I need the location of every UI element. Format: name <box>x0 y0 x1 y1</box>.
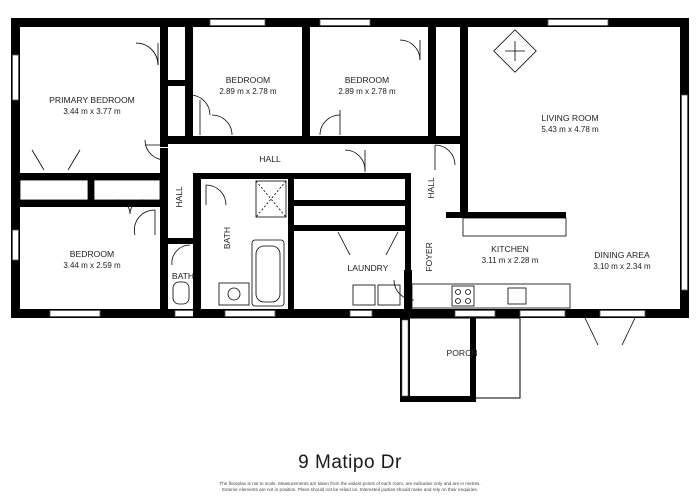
laundry-tub-1 <box>352 284 376 306</box>
bath-vanity <box>218 282 250 306</box>
bath-small-label: BATH <box>172 271 194 281</box>
wardrobe-right <box>93 179 161 201</box>
living-room-label: LIVING ROOM <box>541 113 598 123</box>
bedroom-3-dims: 2.89 m x 2.78 m <box>338 87 396 96</box>
bedroom-2-label: BEDROOM <box>226 75 270 85</box>
room-labels: PRIMARY BEDROOM 3.44 m x 3.77 m BEDROOM … <box>49 75 651 358</box>
kitchen-counter <box>411 283 571 309</box>
cooktop <box>451 285 475 307</box>
bedroom-2-dims: 2.89 m x 2.78 m <box>219 87 277 96</box>
doors <box>31 39 636 346</box>
primary-bedroom-label: PRIMARY BEDROOM <box>49 95 135 105</box>
living-room-dims: 5.43 m x 4.78 m <box>541 125 599 134</box>
laundry-label: LAUNDRY <box>348 263 389 273</box>
kitchen-island <box>462 217 567 237</box>
floor-plan: PRIMARY BEDROOM 3.44 m x 3.77 m BEDROOM … <box>11 18 689 402</box>
bath-main-label: BATH <box>222 227 232 249</box>
disclaimer-line-2: Exterior elements are not in position. P… <box>222 487 478 492</box>
bedroom-4-label: BEDROOM <box>70 249 114 259</box>
hall-right-label: HALL <box>426 177 436 199</box>
porch-label: PORCH <box>446 348 477 358</box>
hall-left-label: HALL <box>174 186 184 208</box>
foyer-label: FOYER <box>424 242 434 272</box>
laundry-tub-2 <box>377 284 401 306</box>
kitchen-sink <box>507 287 527 305</box>
property-title: 9 Matipo Dr <box>298 452 402 473</box>
windows <box>12 19 688 317</box>
disclaimer: The floorplan is not to scale. Measureme… <box>150 481 550 493</box>
kitchen-dims: 3.11 m x 2.28 m <box>482 256 539 265</box>
exterior-walls <box>11 18 689 318</box>
shower <box>255 180 287 218</box>
interior-walls <box>20 27 566 318</box>
primary-bedroom-dims: 3.44 m x 3.77 m <box>63 107 121 116</box>
dining-area-label: DINING AREA <box>594 250 650 260</box>
wardrobe-left <box>19 179 89 201</box>
fireplace <box>493 29 537 73</box>
bathtub <box>251 239 285 307</box>
porch-outline <box>400 317 521 402</box>
bedroom-3-label: BEDROOM <box>345 75 389 85</box>
kitchen-label: KITCHEN <box>491 244 529 254</box>
dining-area-dims: 3.10 m x 2.34 m <box>593 262 651 271</box>
disclaimer-line-1: The floorplan is not to scale. Measureme… <box>219 481 481 486</box>
fixtures <box>19 29 571 309</box>
hall-main-label: HALL <box>259 154 281 164</box>
bedroom-4-dims: 3.44 m x 2.59 m <box>63 261 121 270</box>
toilet <box>172 281 190 305</box>
